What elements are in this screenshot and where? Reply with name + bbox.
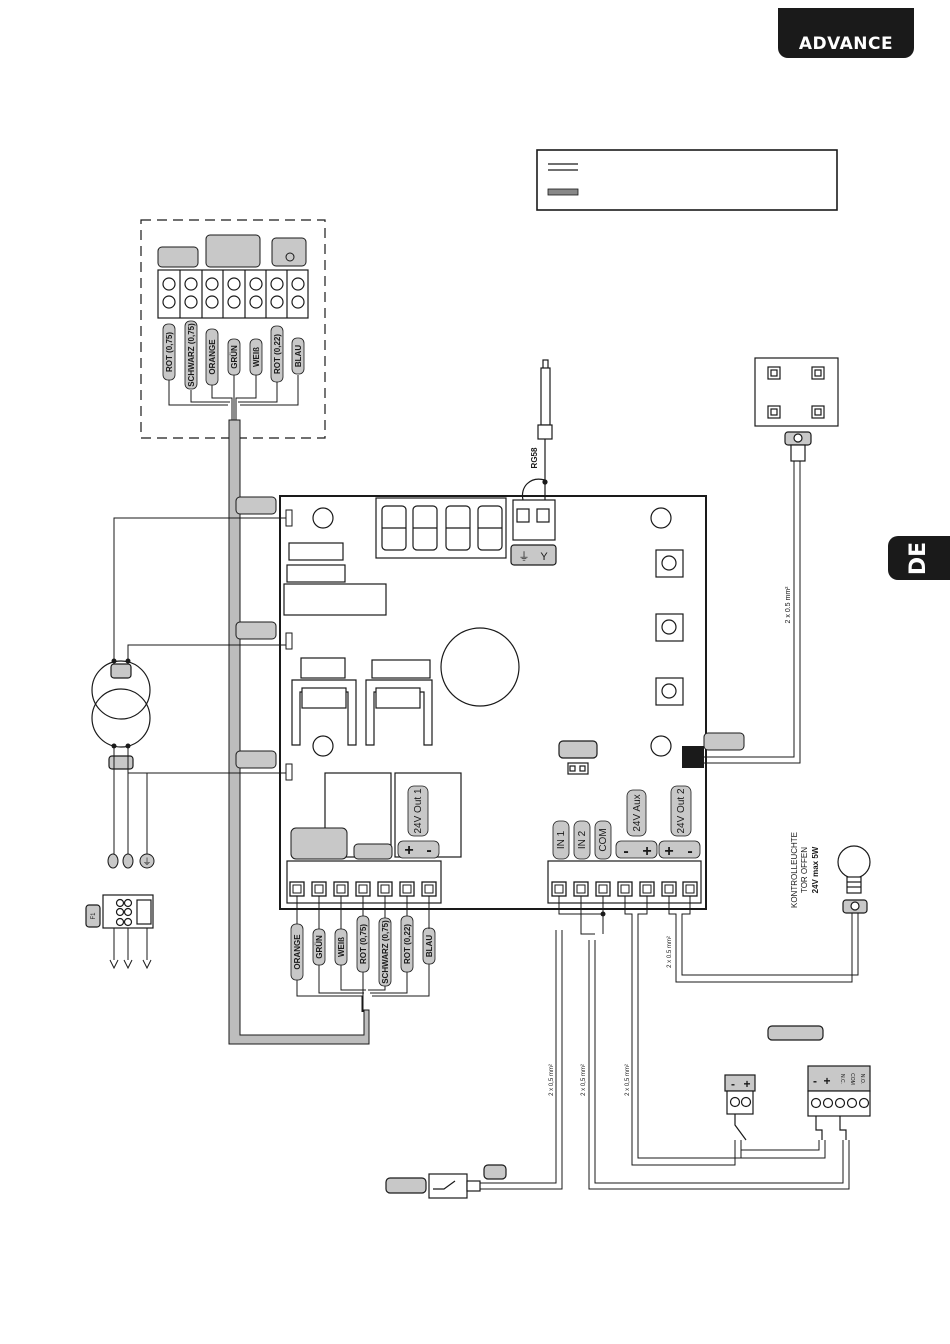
bottom-wire-1: ORANGE [293, 934, 302, 970]
lamp-label-1: KONTROLLEUCHTE [790, 832, 799, 908]
aux-plus: + [642, 843, 651, 860]
cable-label-aux: 2 x 0,5 mm² [625, 1064, 631, 1096]
rx-pin-nc: N.C. [839, 1074, 845, 1084]
top-wire-1: ROT (0,75) [165, 332, 174, 372]
cable-label-in1: 2 x 0,5 mm² [549, 1064, 555, 1096]
brand-logo: ADVANCE [778, 8, 914, 58]
svg-text:⏚: ⏚ [142, 857, 151, 867]
antenna-label: RG58 [530, 447, 539, 468]
bottom-wire-bundle [296, 896, 430, 1012]
out2-minus: - [687, 843, 692, 860]
bottom-wire-7: BLAU [425, 935, 434, 957]
com-label: COM [598, 828, 609, 851]
top-wire-3: ORANGE [208, 339, 217, 375]
out2-label: 24V Out 2 [676, 788, 687, 833]
rx-plus: + [823, 1074, 830, 1088]
bottom-wire-2: GRÜN [315, 935, 324, 959]
bottom-wire-3: WEIß [337, 937, 346, 957]
transformer-wires [113, 517, 286, 855]
photocell-transmitter: - + [724, 1074, 756, 1141]
cable-label-lamp: 2 x 0.5 mm² [667, 936, 673, 968]
top-wire-4: GRÜN [230, 345, 239, 369]
control-board: ⏚ Y [279, 495, 707, 910]
bottom-wire-6: ROT (0,22) [403, 924, 412, 964]
language-tab: DE [888, 536, 950, 580]
out1-label: 24V Out 1 [413, 788, 424, 833]
aux-label: 24V Aux [632, 794, 643, 831]
rx-pin-com: COM [849, 1073, 855, 1085]
lamp-label-2: TOR OFFEN [800, 847, 809, 893]
motor-terminal-block [140, 219, 326, 439]
bottom-wire-5: SCHWARZ (0,75) [381, 920, 390, 984]
top-wire-7: BLAU [294, 345, 303, 367]
svg-text:Y: Y [540, 551, 548, 563]
mains-plug: ⏚ [107, 853, 155, 869]
tx-plus: + [743, 1077, 750, 1091]
top-wire-5: WEIß [252, 347, 261, 367]
seven-segment-display [375, 497, 507, 559]
warning-lamp [837, 845, 871, 914]
fuse-block [85, 894, 154, 929]
rx-pin-no: N.O. [859, 1074, 865, 1084]
out2-plus: + [664, 843, 673, 860]
bottom-wire-4: ROT (0,75) [359, 924, 368, 964]
lamp-label-3: 24V max 5W [811, 846, 820, 893]
board-push-buttons [655, 549, 684, 706]
antenna-terminal: ⏚ Y [510, 499, 557, 566]
top-wire-bundle [168, 375, 299, 420]
out1-plus: + [404, 842, 413, 859]
top-wire-6: ROT (0,22) [273, 334, 282, 374]
in2-label: IN 2 [577, 830, 588, 849]
tx-minus: - [731, 1077, 735, 1091]
top-wire-labels: ROT (0,75) SCHWARZ (0,75) ORANGE GRÜN WE… [162, 320, 305, 390]
push-button [385, 1164, 507, 1199]
board-output-labels: 24V Out 1 IN 1 IN 2 COM 24V Aux 24V Out … [407, 785, 692, 860]
photocell-receiver: - + N.C. COM N.O. [767, 1025, 871, 1140]
aux-minus: - [623, 843, 628, 860]
key-switch-box [754, 357, 839, 462]
fuse-label: F1 [91, 912, 97, 920]
top-wire-2: SCHWARZ (0,75) [187, 323, 196, 387]
cable-label-in2: 2 x 0,5 mm² [581, 1064, 587, 1096]
out1-minus: - [426, 842, 431, 859]
motor-terminal-row [286, 860, 442, 904]
antenna [521, 359, 553, 501]
polarity-markers: +- -+ +- [397, 840, 701, 860]
in1-label: IN 1 [556, 830, 567, 849]
legend-box [536, 149, 838, 211]
svg-text:⏚: ⏚ [519, 550, 530, 563]
brand-text: ADVANCE [798, 34, 894, 54]
transformer [91, 660, 151, 770]
rx-minus: - [813, 1074, 817, 1088]
cable-label-keyswitch: 2 x 0.5 mm² [785, 586, 792, 624]
